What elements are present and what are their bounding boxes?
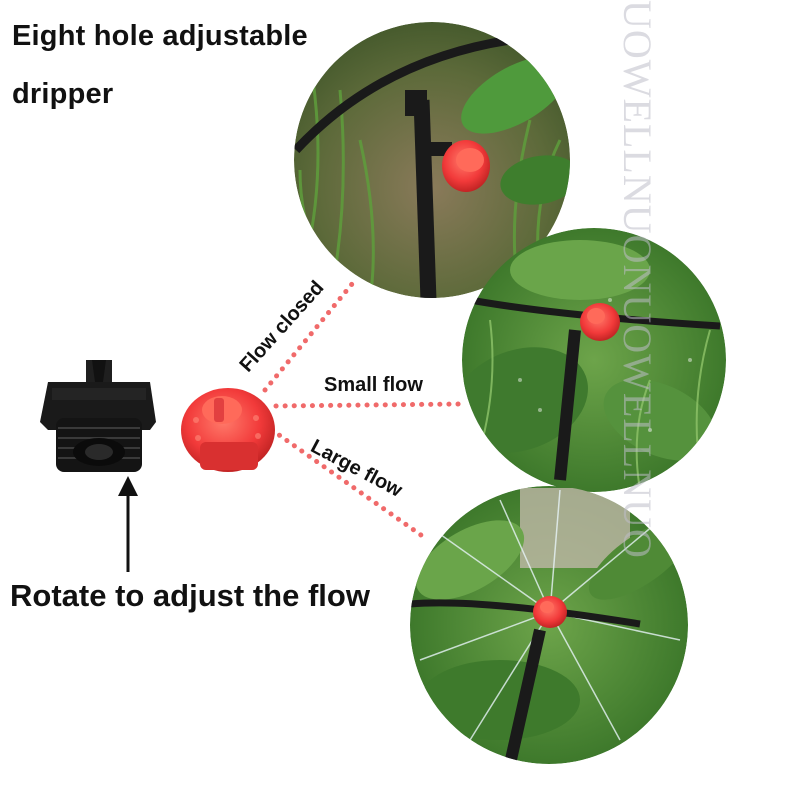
- rotate-caption: Rotate to adjust the flow: [10, 578, 370, 613]
- connector-small-flow: [273, 401, 465, 409]
- connector-large-flow: [269, 427, 431, 543]
- rotate-arrow: [118, 476, 138, 572]
- page-title-line2: dripper: [12, 78, 114, 110]
- dripper-base: [40, 360, 156, 472]
- page-title-line1: Eight hole adjustable: [12, 20, 308, 52]
- label-small-flow: Small flow: [324, 374, 423, 396]
- dotted-connectors: [262, 281, 465, 543]
- brand-watermark: UOWELLNUONUOWELLNUO: [617, 0, 660, 559]
- photo-small-flow: [462, 228, 726, 492]
- red-cap: [181, 388, 275, 472]
